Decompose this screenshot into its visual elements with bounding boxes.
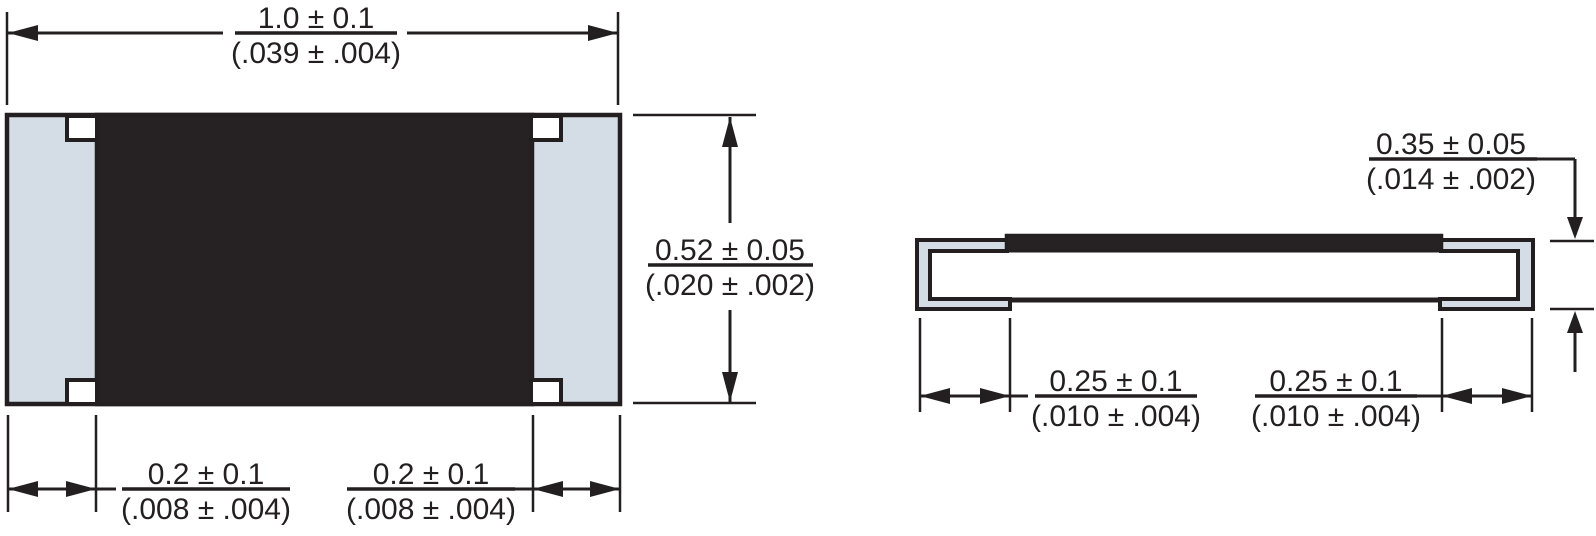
arrowhead-up — [722, 117, 738, 147]
dimension-value-mm: 0.35 ± 0.05 — [1376, 128, 1526, 161]
arrowhead-left — [533, 481, 563, 497]
arrowhead-down — [722, 372, 738, 402]
arrowhead-right — [588, 25, 618, 41]
top-view-resistor-body — [94, 112, 535, 407]
dimension-width: 0.52 ± 0.05 (.020 ± .002) — [633, 113, 815, 405]
arrowhead-left — [8, 25, 38, 41]
dimension-value-mm: 0.2 ± 0.1 — [148, 458, 265, 491]
side-view — [915, 233, 1535, 311]
dimension-value-inch: (.010 ± .004) — [1031, 400, 1201, 433]
top-view-electrode-mark-top-right — [529, 114, 563, 142]
side-view-substrate — [925, 247, 1523, 303]
dimension-value-mm: 0.25 ± 0.1 — [1269, 365, 1402, 398]
top-view-electrode-mark-top-left — [65, 114, 99, 142]
arrowhead-left — [1442, 388, 1472, 404]
dimension-left-termination: 0.2 ± 0.1 (.008 ± .004) — [6, 415, 291, 526]
top-view-electrode-mark-bottom-right — [529, 378, 563, 406]
dimension-value-inch: (.010 ± .004) — [1251, 400, 1421, 433]
dimension-value-inch: (.014 ± .002) — [1366, 163, 1536, 196]
arrowhead-left — [920, 388, 950, 404]
dimension-value-inch: (.008 ± .004) — [121, 493, 291, 526]
arrowhead-right — [590, 481, 620, 497]
dimension-value-mm: 1.0 ± 0.1 — [258, 2, 375, 35]
dimension-value-mm: 0.25 ± 0.1 — [1049, 365, 1182, 398]
dimension-side-left-termination: 0.25 ± 0.1 (.010 ± .004) — [918, 318, 1201, 433]
side-view-resistive-layer — [1004, 233, 1444, 253]
dimension-side-right-termination: 0.25 ± 0.1 (.010 ± .004) — [1251, 318, 1534, 433]
dimension-value-inch: (.020 ± .002) — [645, 269, 815, 302]
top-view-electrode-mark-bottom-left — [65, 378, 99, 406]
dimension-value-mm: 0.52 ± 0.05 — [655, 234, 805, 267]
arrowhead-right — [66, 481, 96, 497]
arrowhead-up — [1567, 311, 1583, 333]
top-view — [4, 112, 623, 407]
dimension-value-mm: 0.2 ± 0.1 — [373, 458, 490, 491]
dimension-length: 1.0 ± 0.1 (.039 ± .004) — [5, 2, 620, 105]
dimension-value-inch: (.008 ± .004) — [346, 493, 516, 526]
arrowhead-left — [8, 481, 38, 497]
arrowhead-right — [980, 388, 1010, 404]
dimension-right-termination: 0.2 ± 0.1 (.008 ± .004) — [346, 415, 622, 526]
arrowhead-down — [1567, 217, 1583, 239]
arrowhead-right — [1502, 388, 1532, 404]
dimension-value-inch: (.039 ± .004) — [231, 37, 401, 70]
dimension-thickness: 0.35 ± 0.05 (.014 ± .002) — [1366, 128, 1594, 372]
